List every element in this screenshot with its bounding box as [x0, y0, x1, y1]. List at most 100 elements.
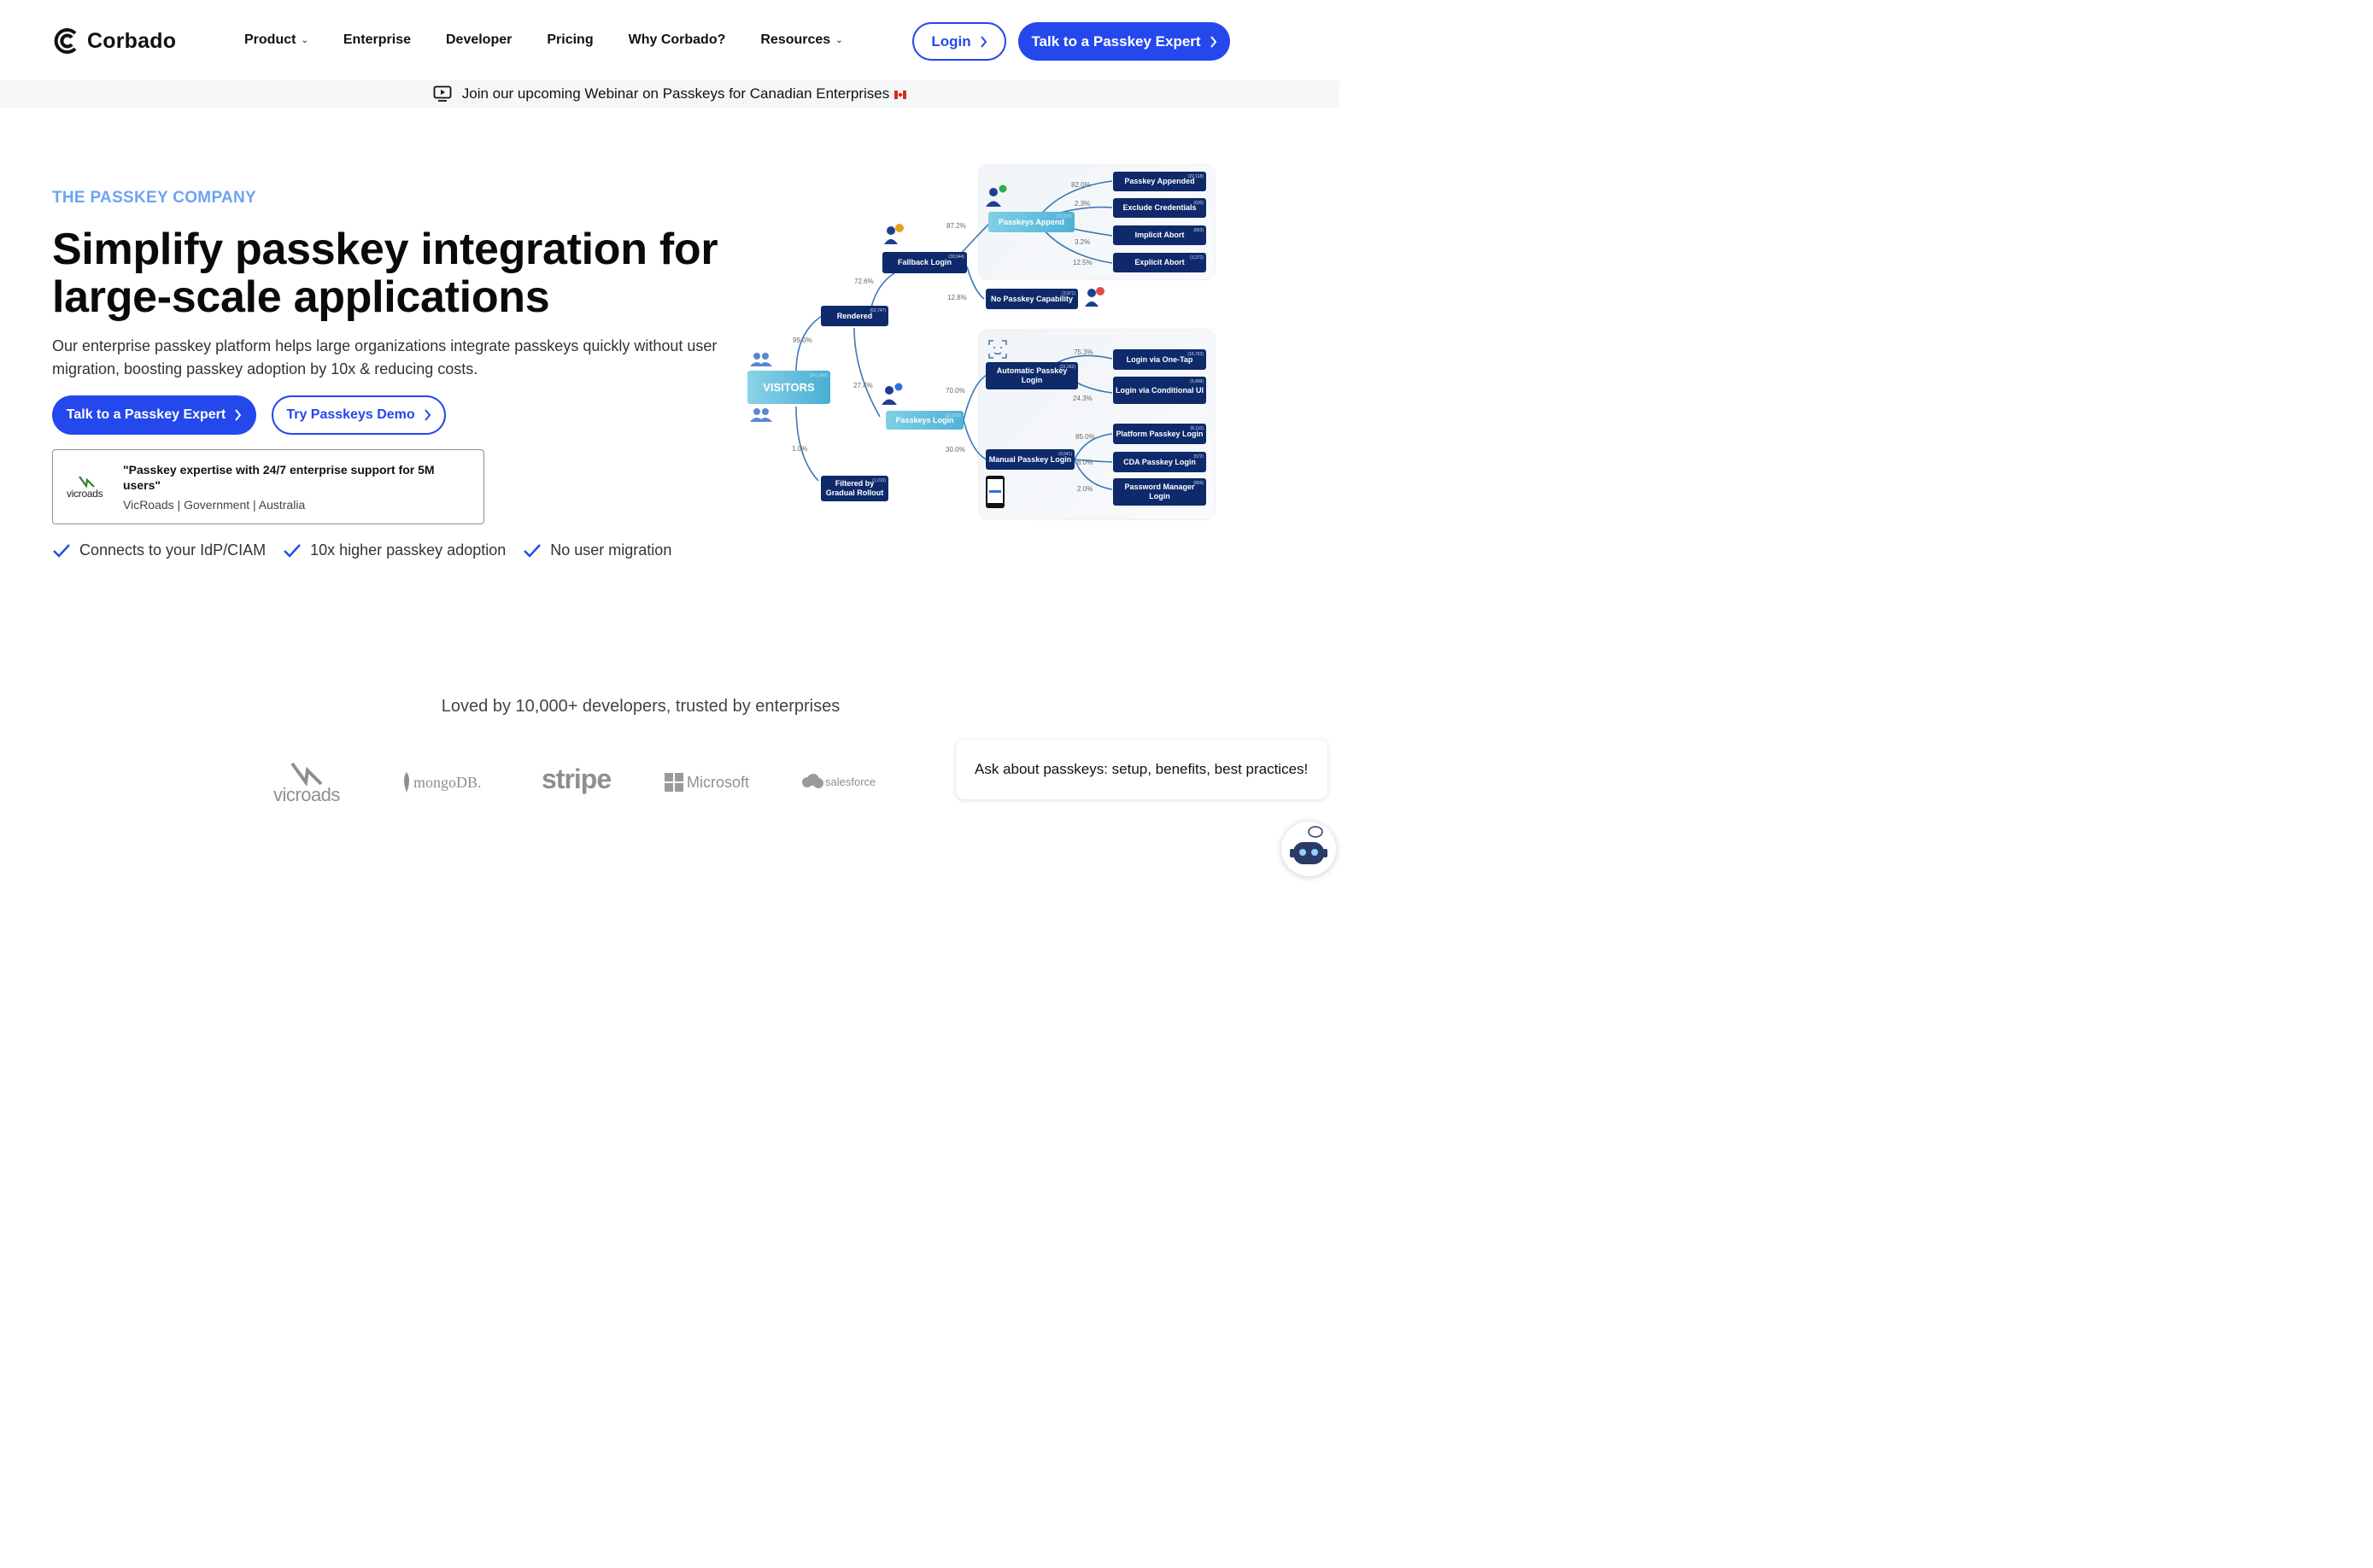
nav-why-corbado[interactable]: Why Corbado?	[629, 32, 726, 48]
check-item: 10x higher passkey adoption	[283, 541, 506, 559]
pct-cda: 6.0%	[1077, 459, 1093, 466]
node-cda-passkey-login: CDA Passkey Login (572)	[1113, 452, 1206, 472]
nav-resources-label: Resources	[760, 32, 831, 47]
nav-enterprise-label: Enterprise	[343, 32, 411, 47]
chevron-right-icon	[235, 409, 242, 421]
check-label: Connects to your IdP/CIAM	[79, 541, 267, 559]
chevron-right-icon	[980, 35, 987, 48]
nav-links: Product⌄ Enterprise Developer Pricing Wh…	[244, 32, 878, 48]
node-explicit-abort: Explicit Abort (3,372)	[1113, 253, 1206, 272]
user-verified-icon	[882, 383, 903, 405]
corbado-logo-icon	[54, 28, 77, 54]
node-count: (16,763)	[1187, 352, 1204, 357]
pct-fallback: 72.6%	[854, 278, 874, 285]
node-count: (3,372)	[1190, 255, 1204, 260]
node-count: (5,499)	[1190, 379, 1204, 384]
mongodb-leaf-icon	[404, 772, 409, 793]
pct-passkeys-login: 27.4%	[853, 382, 873, 389]
node-rendered: Rendered (62,747)	[821, 306, 888, 326]
nav-product[interactable]: Product⌄	[244, 32, 308, 48]
node-count: (22,262)	[1059, 365, 1075, 370]
node-label: Exclude Credentials	[1122, 203, 1197, 212]
checkmark-icon	[284, 543, 301, 558]
trusted-by-heading: Loved by 10,000+ developers, trusted by …	[441, 697, 841, 716]
node-passkeys-append: Passkeys Append (26,973)	[988, 212, 1075, 232]
node-platform-passkey-login: Platform Passkey Login (8,110)	[1113, 424, 1206, 444]
check-item: No user migration	[523, 541, 671, 559]
nav-resources[interactable]: Resources ⌄	[760, 32, 842, 48]
microsoft-text: Microsoft	[687, 773, 750, 791]
chatbot-launcher-button[interactable]	[1281, 822, 1336, 876]
node-automatic-passkey-login: Automatic Passkey Login (22,262)	[986, 362, 1078, 389]
salesforce-cloud-icon	[802, 774, 823, 788]
feature-checks: Connects to your IdP/CIAM 10x higher pas…	[52, 541, 671, 559]
check-label: 10x higher passkey adoption	[310, 541, 507, 559]
robot-icon	[1290, 826, 1327, 864]
try-demo-label: Try Passkeys Demo	[286, 407, 415, 422]
canada-flag-icon	[894, 90, 907, 99]
talk-to-expert-nav-button[interactable]: Talk to a Passkey Expert	[1018, 22, 1230, 61]
testimonial-meta: VicRoads | Government | Australia	[123, 498, 306, 512]
pct-exclude: 2.3%	[1075, 200, 1091, 208]
pct-no-capability: 12.8%	[947, 294, 967, 301]
node-count: (859)	[1193, 481, 1204, 486]
node-passkeys-login: Passkeys Login (31,803)	[886, 411, 964, 430]
node-count: (620)	[1193, 201, 1204, 206]
users-icon	[750, 353, 772, 366]
pct-automatic: 70.0%	[946, 387, 965, 395]
checkmark-icon	[524, 543, 542, 558]
login-button[interactable]: Login	[912, 22, 1006, 61]
pct-filtered: 1.0%	[792, 445, 808, 453]
stripe-text: stripe	[542, 764, 612, 794]
nav-enterprise[interactable]: Enterprise	[343, 32, 411, 48]
node-implicit-abort: Implicit Abort (863)	[1113, 225, 1206, 245]
node-count: (22,118)	[1187, 174, 1204, 179]
chat-prompt-bubble[interactable]: Ask about passkeys: setup, benefits, bes…	[956, 740, 1327, 799]
node-no-passkey-capability: No Passkey Capability (3,971)	[986, 289, 1078, 309]
hero-title: Simplify passkey integration for large-s…	[52, 225, 718, 322]
try-demo-button[interactable]: Try Passkeys Demo	[272, 395, 446, 435]
chevron-right-icon	[1210, 35, 1216, 48]
node-label: Login via Conditional UI	[1116, 385, 1204, 395]
pct-one-tap: 75.3%	[1074, 348, 1093, 356]
webinar-banner[interactable]: Join our upcoming Webinar on Passkeys fo…	[0, 80, 1339, 108]
nav-pricing[interactable]: Pricing	[547, 32, 593, 48]
checkmark-icon	[53, 543, 70, 558]
talk-to-expert-button[interactable]: Talk to a Passkey Expert	[52, 395, 256, 435]
node-label: Manual Passkey Login	[988, 454, 1072, 464]
pct-explicit: 12.5%	[1073, 259, 1093, 266]
node-label: Implicit Abort	[1134, 231, 1185, 239]
top-navigation: Corbado Product⌄ Enterprise Developer Pr…	[0, 0, 1339, 82]
testimonial-quote: "Passkey expertise with 24/7 enterprise …	[123, 463, 435, 492]
mongodb-text: mongoDB.	[413, 773, 482, 791]
node-visitors: VISITORS (101,000)	[747, 371, 830, 404]
node-count: (30,944)	[948, 255, 964, 260]
node-label: VISITORS	[763, 381, 815, 394]
stripe-logo: stripe	[542, 764, 612, 795]
microsoft-logo: Microsoft	[665, 773, 749, 792]
hero-eyebrow: THE PASSKEY COMPANY	[52, 189, 257, 207]
user-add-icon	[986, 184, 1007, 207]
node-count: (62,747)	[870, 308, 886, 313]
chevron-right-icon	[424, 409, 431, 421]
nav-product-label: Product	[244, 32, 296, 47]
nav-developer[interactable]: Developer	[446, 32, 512, 48]
pct-manual: 30.0%	[946, 446, 965, 453]
node-count: (101,000)	[809, 373, 828, 378]
phone-icon	[986, 476, 1005, 508]
vicroads-mark-icon	[290, 762, 323, 786]
login-label: Login	[931, 32, 971, 50]
pct-appended: 82.0%	[1071, 181, 1091, 189]
banner-text-content: Join our upcoming Webinar on Passkeys fo…	[461, 85, 890, 102]
check-item: Connects to your IdP/CIAM	[52, 541, 266, 559]
nav-developer-label: Developer	[445, 32, 513, 47]
node-count: (1,010)	[872, 478, 886, 483]
node-fallback-login: Fallback Login (30,944)	[882, 252, 967, 273]
node-count: (3,971)	[1062, 291, 1075, 296]
vicroads-logo: vicroads	[67, 476, 111, 501]
chevron-down-icon: ⌄	[835, 35, 843, 45]
brand-logo[interactable]: Corbado	[51, 26, 176, 56]
vicroads-customer-logo: vicroads	[273, 762, 350, 805]
node-count: (572)	[1193, 454, 1204, 459]
node-passkey-appended: Passkey Appended (22,118)	[1113, 172, 1206, 191]
